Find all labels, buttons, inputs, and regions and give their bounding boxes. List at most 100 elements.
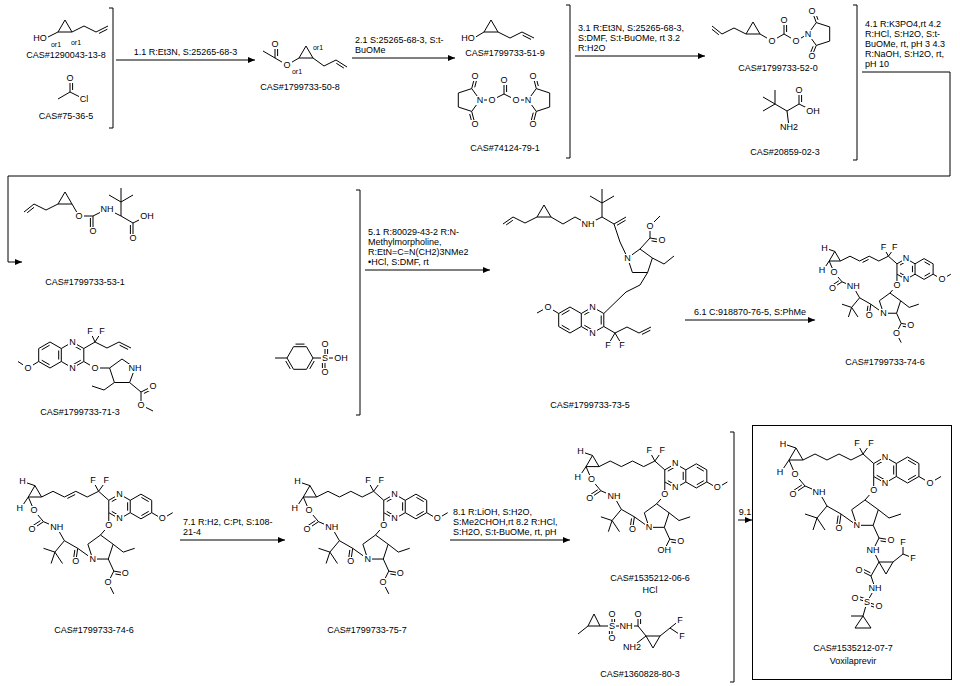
atom-label: HCl bbox=[642, 586, 659, 595]
atom-label: HO bbox=[460, 34, 476, 43]
atom-label: O bbox=[543, 303, 552, 312]
bond bbox=[915, 264, 916, 274]
cas-number: CAS#1799733-50-8 bbox=[260, 82, 340, 93]
atom-label: H bbox=[293, 477, 302, 486]
compound: CAS#1799733-74-6 bbox=[10, 430, 180, 670]
reaction-arrow bbox=[116, 57, 255, 63]
bond bbox=[88, 535, 101, 544]
bond bbox=[706, 470, 707, 482]
bond bbox=[602, 203, 603, 217]
arrow-line bbox=[685, 320, 815, 321]
bond bbox=[578, 626, 588, 634]
bond bbox=[590, 196, 602, 203]
bond bbox=[39, 342, 50, 349]
bond bbox=[376, 535, 389, 544]
bond bbox=[685, 470, 686, 482]
bond bbox=[601, 517, 612, 521]
bond bbox=[644, 461, 655, 467]
atom-label: N bbox=[524, 96, 533, 105]
bond bbox=[879, 562, 893, 563]
cas-number: CAS#1799733-74-6 bbox=[845, 357, 925, 368]
bond bbox=[35, 486, 42, 497]
bond bbox=[638, 626, 646, 636]
bond bbox=[510, 32, 522, 38]
reaction-conditions: 1.1 R:Et3N, S:25265-68-3 bbox=[134, 47, 238, 57]
reaction-arrow bbox=[365, 267, 490, 273]
bond bbox=[130, 494, 141, 500]
bond bbox=[141, 497, 148, 501]
bond bbox=[599, 461, 610, 467]
bond bbox=[537, 205, 544, 217]
atom-label: NH bbox=[581, 220, 596, 229]
bond bbox=[775, 90, 776, 104]
atom-label: F bbox=[89, 476, 97, 485]
bond bbox=[458, 107, 471, 111]
atom-label: O bbox=[828, 284, 837, 293]
bond bbox=[92, 386, 104, 390]
bond bbox=[34, 204, 46, 210]
bond bbox=[562, 325, 570, 330]
atom-label: O bbox=[645, 222, 654, 231]
bond bbox=[897, 301, 901, 313]
bond bbox=[107, 342, 119, 348]
bond bbox=[299, 46, 306, 58]
bond bbox=[873, 510, 878, 526]
bond bbox=[275, 358, 287, 359]
atom-label: O bbox=[869, 486, 878, 495]
bond bbox=[901, 301, 910, 308]
reaction-conditions: 6.1 C:918870-76-5, S:PhMe bbox=[694, 307, 806, 317]
bond bbox=[114, 382, 129, 383]
atom-label: O bbox=[607, 610, 616, 619]
atom-label: F bbox=[867, 439, 875, 448]
bond bbox=[522, 32, 534, 38]
bond bbox=[294, 369, 307, 370]
bond bbox=[860, 298, 871, 304]
atom-label: O bbox=[90, 364, 99, 373]
cas-number: CAS#1290043-13-8 bbox=[26, 50, 106, 61]
cas-number: CAS#1799733-52-0 bbox=[738, 63, 818, 74]
bond bbox=[317, 491, 328, 497]
atom-label: N bbox=[902, 275, 911, 284]
atom-label: NH bbox=[49, 523, 64, 532]
bond bbox=[640, 273, 648, 286]
atom-label: O bbox=[794, 86, 803, 95]
bond bbox=[644, 504, 656, 513]
bond bbox=[789, 448, 796, 460]
cas-number: CAS#1799733-73-5 bbox=[550, 400, 630, 411]
atom-label: or1 bbox=[50, 41, 62, 48]
bond bbox=[484, 32, 498, 33]
bond bbox=[330, 541, 340, 552]
bond bbox=[588, 626, 600, 627]
compound: CAS#1799733-71-3 bbox=[12, 292, 250, 418]
bond bbox=[42, 360, 50, 365]
bond bbox=[851, 616, 863, 617]
atom-label: O bbox=[136, 401, 145, 410]
arrowhead bbox=[248, 57, 255, 63]
atom-label: N bbox=[623, 254, 632, 263]
bond bbox=[119, 342, 131, 348]
bond bbox=[76, 491, 87, 497]
bond bbox=[559, 307, 570, 314]
bond bbox=[686, 482, 697, 488]
bond bbox=[657, 504, 669, 513]
atom-label: NH bbox=[866, 546, 881, 555]
atom-label: or1 bbox=[312, 44, 324, 51]
bond bbox=[646, 636, 660, 637]
bond bbox=[886, 562, 893, 574]
bond bbox=[586, 455, 593, 466]
bond bbox=[850, 256, 860, 261]
bond bbox=[374, 491, 384, 500]
bond bbox=[525, 217, 537, 223]
bond bbox=[326, 552, 330, 563]
cas-number: CAS#1799733-74-6 bbox=[54, 625, 134, 636]
bond bbox=[72, 26, 84, 32]
bond bbox=[873, 525, 879, 538]
atom-label: O bbox=[865, 311, 874, 320]
bond bbox=[108, 544, 113, 559]
arrowhead bbox=[278, 537, 285, 543]
bond bbox=[829, 251, 835, 261]
bond bbox=[310, 361, 315, 369]
atom-label: N bbox=[853, 521, 862, 530]
bond bbox=[863, 259, 869, 262]
atom-label: O bbox=[487, 96, 496, 105]
